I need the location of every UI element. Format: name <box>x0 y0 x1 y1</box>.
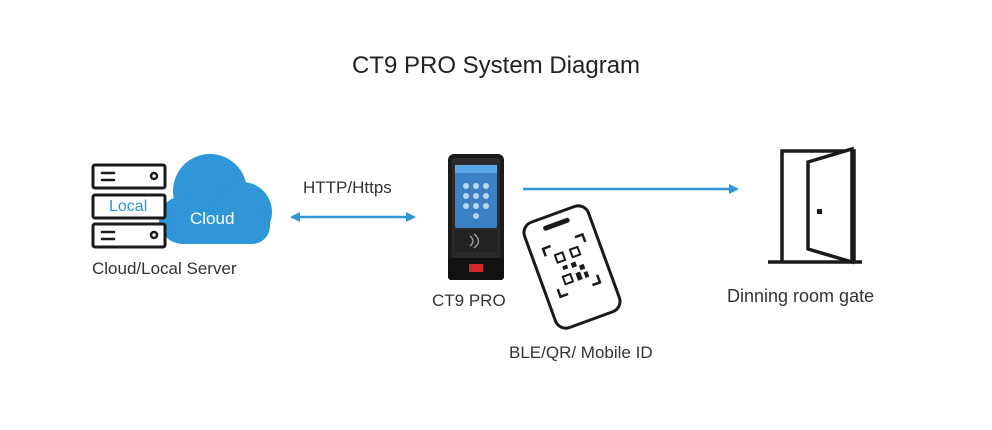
ct9-pro-device-icon <box>448 154 504 280</box>
mobile-label: BLE/QR/ Mobile ID <box>509 343 653 362</box>
cloud-icon <box>159 154 272 244</box>
diagram-title: CT9 PRO System Diagram <box>351 52 641 79</box>
server-slots-icon <box>100 171 116 241</box>
server-label: Cloud/Local Server <box>92 259 237 278</box>
gate-label: Dinning room gate <box>727 286 875 306</box>
device-label: CT9 PRO <box>432 291 506 310</box>
smartphone-qr-icon <box>522 204 622 330</box>
server-local-text: Local <box>109 198 148 215</box>
server-cloud-text: Cloud <box>190 209 235 228</box>
door-handle-icon <box>817 209 822 214</box>
server-rack-icon <box>91 163 167 249</box>
protocol-label: HTTP/Https <box>303 178 392 197</box>
server-leds-icon <box>149 171 159 240</box>
door-gate-icon <box>768 146 862 265</box>
